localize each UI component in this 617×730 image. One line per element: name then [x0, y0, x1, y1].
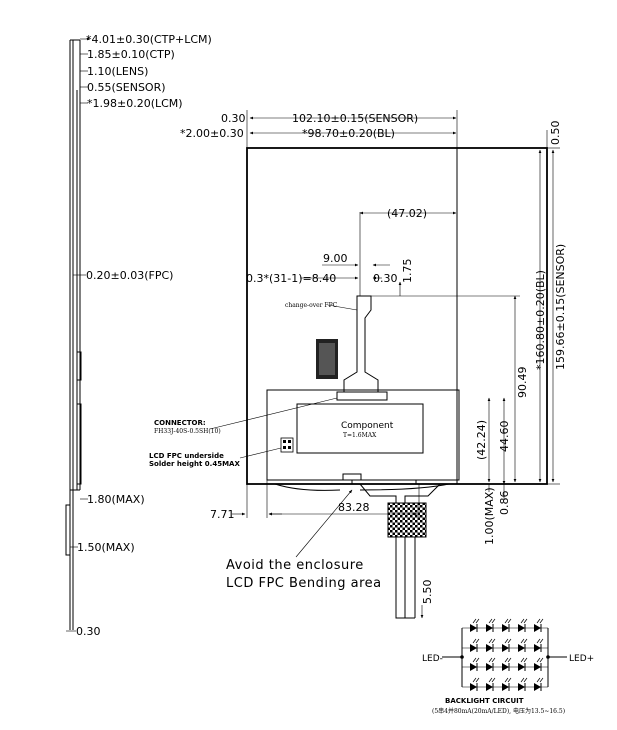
dim-9-00: 9.00 [323, 252, 348, 265]
side-dim-lcm: *1.98±0.20(LCM) [87, 97, 183, 110]
dim-sensor-width: 102.10±0.15(SENSOR) [292, 112, 418, 125]
backlight-circuit: LED- LED+ BACKLIGHT CIRCUIT (5串4并80mA(20… [422, 618, 594, 715]
side-dim-sensor: 0.55(SENSOR) [87, 81, 166, 94]
led-diode [534, 638, 544, 652]
side-dim-max-2: 1.50(MAX) [77, 541, 135, 554]
dim-top-right: 0.50 [549, 121, 562, 146]
underside-pad [280, 437, 294, 453]
side-dim-lens: 1.10(LENS) [87, 65, 148, 78]
dim-bl-width: *98.70±0.20(BL) [302, 127, 395, 140]
dim-5-50: 5.50 [421, 580, 434, 605]
dim-44-60: 44.60 [498, 421, 511, 453]
dim-42-24: (42.24) [475, 420, 488, 460]
dim-1-00-max: 1.00(MAX) [483, 487, 496, 545]
component-height: T=1.6MAX [343, 432, 377, 439]
dim-offset-1: 0.30 [221, 112, 246, 125]
fpc-underside-2: Solder height 0.45MAX [149, 460, 240, 468]
led-diode [470, 677, 480, 691]
led-diode [502, 657, 512, 671]
led-diode [486, 657, 496, 671]
stiffener-grid [387, 502, 427, 538]
led-diode [534, 677, 544, 691]
side-dim-tail: 0.30 [76, 625, 101, 638]
component-area [296, 403, 424, 454]
side-dim-max-1: 1.80(MAX) [87, 493, 145, 506]
led-diode [518, 657, 528, 671]
led-diode [518, 638, 528, 652]
dim-0-86: 0.86 [498, 491, 511, 516]
led-diode [486, 677, 496, 691]
led-diode [470, 618, 480, 632]
dim-47-02: (47.02) [387, 207, 427, 220]
led-diode [470, 657, 480, 671]
dim-offset-2: *2.00±0.30 [180, 127, 244, 140]
led-diode [486, 618, 496, 632]
led-diode [502, 638, 512, 652]
led-diode [502, 677, 512, 691]
connector-title: CONNECTOR: [154, 419, 206, 427]
led-diode [534, 618, 544, 632]
dim-83-28: 83.28 [338, 501, 370, 514]
dim-bl-height: *160.80±0.20(BL) [534, 270, 547, 370]
main-fpc [343, 295, 379, 393]
fpc-connector-strip [336, 391, 388, 401]
dim-7-71: 7.71 [210, 508, 235, 521]
led-array [462, 618, 548, 691]
led-diode [486, 638, 496, 652]
side-dim-fpc: 0.20±0.03(FPC) [86, 269, 173, 282]
dim-sensor-height: 159.66±0.15(SENSOR) [554, 244, 567, 370]
side-dim-total: *4.01±0.30(CTP+LCM) [86, 33, 212, 46]
dim-90-49: 90.49 [516, 367, 529, 399]
led-diode [470, 638, 480, 652]
fpc-underside-1: LCD FPC underside [149, 452, 224, 460]
dim-pitch: 0.3*(31-1)=8.40 [246, 272, 336, 285]
side-dim-ctp: 1.85±0.10(CTP) [87, 48, 175, 61]
connector-part: FH33J-40S-0.5SH(10) [154, 428, 221, 435]
side-view: *4.01±0.30(CTP+LCM) 1.85±0.10(CTP) 1.10(… [65, 33, 212, 638]
avoid-note-1: Avoid the enclosure [226, 558, 364, 573]
led-diode [534, 657, 544, 671]
avoid-note-2: LCD FPC Bending area [226, 576, 382, 591]
led-diode [502, 618, 512, 632]
backlight-title: BACKLIGHT CIRCUIT [445, 697, 524, 705]
led-minus-label: LED- [422, 654, 443, 664]
front-view: 0.30 102.10±0.15(SENSOR) *2.00±0.30 *98.… [149, 110, 567, 619]
led-diode [518, 677, 528, 691]
label-change-over-fpc: change-over FPC [285, 302, 338, 309]
backlight-note: (5串4并80mA(20mA/LED), 电压为13.5~16.5) [432, 707, 565, 715]
dim-1-75: 1.75 [401, 259, 414, 284]
led-diode [518, 618, 528, 632]
dim-0-30: 0.30 [373, 272, 398, 285]
component-label: Component [341, 421, 394, 431]
led-plus-label: LED+ [569, 654, 594, 664]
